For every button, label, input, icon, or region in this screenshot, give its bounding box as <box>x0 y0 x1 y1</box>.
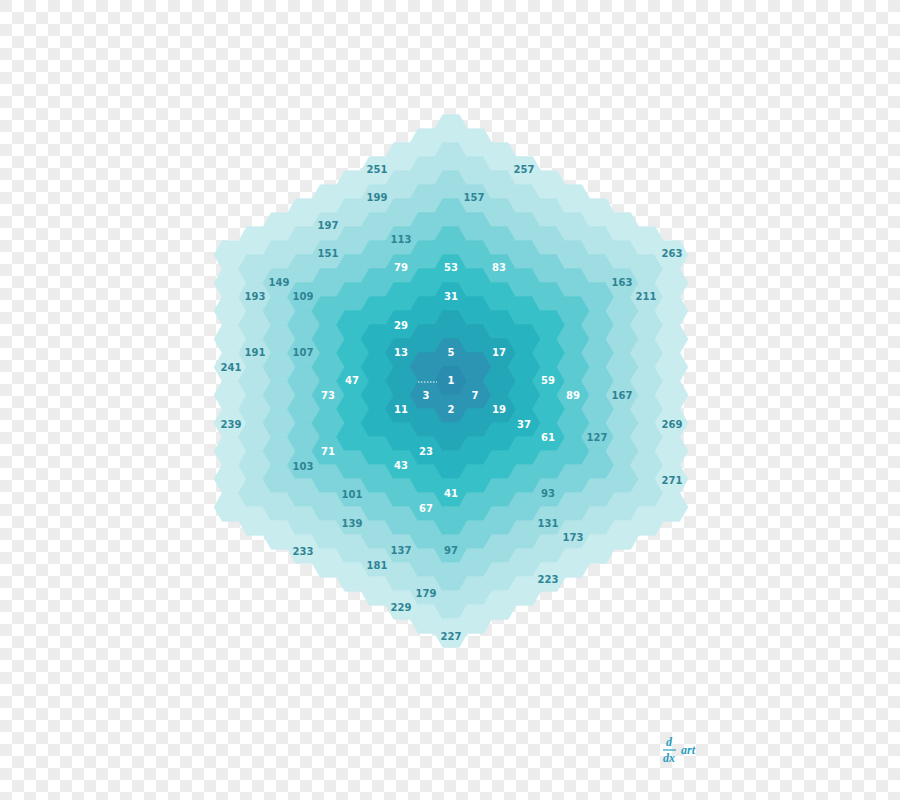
cell-number: 43 <box>394 461 408 471</box>
cell-number: 73 <box>321 391 335 401</box>
cell-number: 29 <box>394 321 408 331</box>
cell-number: 269 <box>662 420 683 430</box>
hex-cell <box>655 437 688 465</box>
cell-number: 89 <box>566 391 580 401</box>
cell-number: 97 <box>444 546 458 556</box>
hex-cells <box>214 115 688 647</box>
cell-number: 233 <box>293 547 314 557</box>
cell-number: 107 <box>293 348 314 358</box>
cell-number: 193 <box>245 292 266 302</box>
cell-number: 131 <box>538 519 559 529</box>
cell-number: 227 <box>441 632 462 642</box>
cell-number: 113 <box>391 235 412 245</box>
hex-cell <box>655 269 688 297</box>
cell-number: 37 <box>517 420 531 430</box>
watermark: d <box>666 736 672 748</box>
cell-number: 139 <box>342 519 363 529</box>
cell-number: 271 <box>662 476 683 486</box>
cell-number: 3 <box>423 391 430 401</box>
cell-number: 11 <box>394 405 408 415</box>
cell-number: 251 <box>367 165 388 175</box>
cell-number: 191 <box>245 348 266 358</box>
watermark: art <box>681 744 695 756</box>
cell-number: 47 <box>345 376 359 386</box>
cell-number: 83 <box>492 263 506 273</box>
cell-number: 223 <box>538 575 559 585</box>
cell-number: 13 <box>394 348 408 358</box>
cell-number: 109 <box>293 292 314 302</box>
cell-number: 199 <box>367 193 388 203</box>
cell-number: 137 <box>391 546 412 556</box>
cell-number: 53 <box>444 263 458 273</box>
cell-number: 5 <box>448 348 455 358</box>
cell-number: 1 <box>448 376 455 386</box>
dotted-mark <box>418 382 437 383</box>
cell-number: 41 <box>444 489 458 499</box>
cell-number: 179 <box>416 589 437 599</box>
cell-number: 7 <box>472 391 479 401</box>
cell-number: 241 <box>221 363 242 373</box>
hex-cell <box>655 381 688 409</box>
cell-number: 59 <box>541 376 555 386</box>
cell-number: 181 <box>367 561 388 571</box>
cell-number: 149 <box>269 278 290 288</box>
cell-number: 229 <box>391 603 412 613</box>
cell-number: 127 <box>587 433 608 443</box>
cell-number: 79 <box>394 263 408 273</box>
cell-number: 71 <box>321 447 335 457</box>
fraction-bar <box>663 749 676 750</box>
cell-number: 61 <box>541 433 555 443</box>
cell-number: 19 <box>492 405 506 415</box>
cell-number: 163 <box>612 278 633 288</box>
hex-cell <box>655 297 688 325</box>
cell-number: 167 <box>612 391 633 401</box>
cell-number: 93 <box>541 489 555 499</box>
hex-cell <box>655 493 688 521</box>
cell-number: 101 <box>342 490 363 500</box>
hex-cell <box>655 409 688 437</box>
hex-cell <box>655 325 688 353</box>
cell-number: 257 <box>514 165 535 175</box>
hex-cell <box>655 241 688 269</box>
cell-number: 31 <box>444 292 458 302</box>
cell-number: 17 <box>492 348 506 358</box>
cell-number: 151 <box>318 249 339 259</box>
cell-number: 2 <box>448 405 455 415</box>
watermark: dx <box>663 752 675 764</box>
cell-number: 197 <box>318 221 339 231</box>
hex-cell <box>655 465 688 493</box>
cell-number: 157 <box>464 193 485 203</box>
cell-number: 211 <box>636 292 657 302</box>
cell-number: 103 <box>293 462 314 472</box>
cell-number: 173 <box>563 533 584 543</box>
cell-number: 67 <box>419 504 433 514</box>
cell-number: 239 <box>221 420 242 430</box>
hex-cell <box>655 353 688 381</box>
cell-number: 23 <box>419 447 433 457</box>
cell-number: 263 <box>662 249 683 259</box>
